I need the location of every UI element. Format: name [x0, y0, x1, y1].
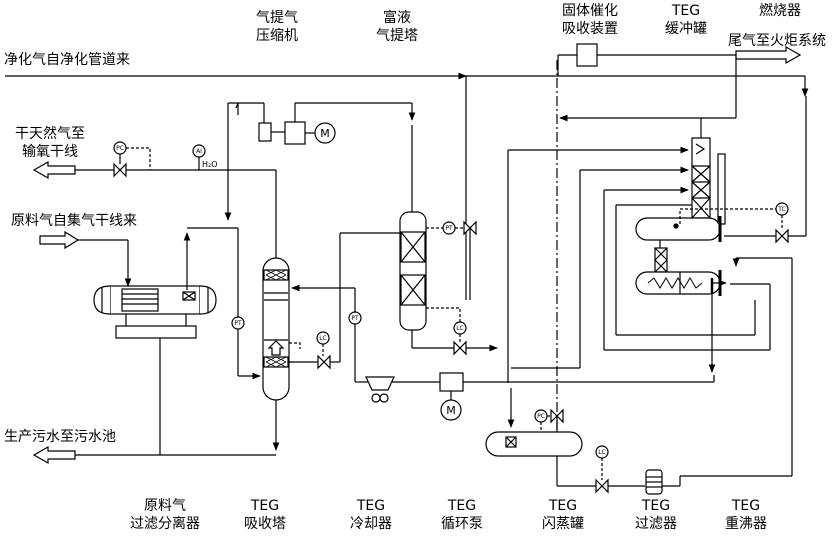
catalytic-absorber-vessel: [576, 43, 598, 67]
teg-reboiler-label-2: 重沸器: [725, 516, 767, 532]
pt-tag-2: PT: [445, 225, 453, 232]
rich-stripper-label-2: 气提塔: [376, 28, 418, 44]
wastewater-label: 生产污水至污水池: [4, 429, 116, 445]
teg-cooler: [365, 376, 395, 403]
raw-gas-label: 原料气自集气干线来: [11, 213, 137, 229]
pc-tag-1: PC: [116, 145, 124, 152]
lean-teg-line: [291, 284, 715, 383]
teg-reboiler-label-1: TEG: [731, 498, 761, 514]
teg-contactor-label-2: 吸收塔: [244, 516, 286, 532]
teg-filter: [645, 469, 663, 495]
lc-contactor: [289, 232, 400, 370]
strip-gas-line: [224, 102, 416, 380]
teg-pump-label-2: 循环泵: [441, 516, 483, 532]
incinerator-label: 燃烧器: [759, 3, 801, 19]
catalytic-absorber-label-1: 固体催化: [562, 3, 618, 19]
raw-gas-inlet: [39, 230, 132, 287]
inlet-separator-label-2: 过滤分离器: [130, 516, 200, 532]
lc-stripper: [411, 228, 498, 356]
treated-gas-header-line: [5, 72, 809, 300]
tc-controller: [679, 96, 807, 244]
pc-flash: [534, 408, 564, 432]
teg-pump-label-1: TEG: [447, 498, 477, 514]
teg-surge-label-2: 缓冲罐: [665, 21, 707, 37]
ai-tag: AI: [196, 148, 202, 155]
pc-valve-dry-gas: [113, 141, 151, 178]
pt-right: [348, 311, 362, 325]
tailgas-line: [557, 45, 802, 76]
pt-left: [231, 316, 245, 330]
lc-flash: [556, 258, 793, 494]
lc-tag-1: LC: [319, 335, 327, 342]
wastewater-line: [32, 338, 276, 465]
pc-tag-2: PC: [537, 413, 545, 420]
teg-contactor-label-1: TEG: [250, 498, 280, 514]
dry-gas-label-2: 输氧干线: [22, 144, 78, 160]
dry-gas-outlet: [32, 160, 277, 258]
teg-pump: [439, 372, 464, 421]
motor-tag-2: M: [446, 404, 456, 417]
pt-tag-1: PT: [234, 320, 242, 327]
inlet-separator-label-1: 原料气: [144, 498, 186, 514]
tc-tag: TC: [777, 206, 786, 213]
lc-tag-3: LC: [598, 449, 606, 456]
ai-analyzer: [192, 144, 206, 170]
teg-filter-label-2: 过滤器: [635, 516, 677, 532]
regen-lines: [507, 55, 792, 351]
h2o-tag: H₂O: [202, 160, 218, 169]
rich-stripper-label-1: 富液: [383, 10, 411, 26]
treated-gas-label: 净化气自净化管道来: [4, 52, 130, 68]
teg-cooler-label-1: TEG: [356, 498, 386, 514]
pt-tag-3: PT: [351, 315, 359, 322]
teg-contactor-column: [262, 257, 290, 401]
rich-stripper-column: [399, 211, 427, 331]
inlet-separator-vessel: [93, 285, 217, 339]
tailgas-label: 尾气至火炬系统: [728, 33, 826, 49]
teg-flash-label-1: TEG: [548, 498, 578, 514]
motor-tag-1: M: [320, 127, 330, 140]
catalytic-absorber-label-2: 吸收装置: [562, 21, 618, 37]
teg-flash-drum: [485, 170, 583, 457]
teg-flash-label-2: 闪蒸罐: [542, 516, 584, 532]
strip-compressor-label-1: 气提气: [256, 10, 298, 26]
teg-surge-label-1: TEG: [671, 3, 701, 19]
strip-compressor-label-2: 压缩机: [256, 28, 298, 44]
dry-gas-label-1: 干天然气至: [15, 126, 85, 142]
teg-cooler-label-2: 冷却器: [350, 516, 392, 532]
teg-filter-label-1: TEG: [641, 498, 671, 514]
teg-regenerator: [635, 118, 776, 373]
lc-tag-2: LC: [456, 325, 464, 332]
